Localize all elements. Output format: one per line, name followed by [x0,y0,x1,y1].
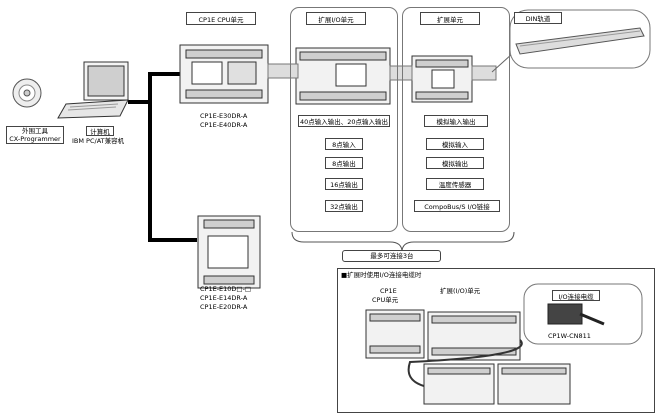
software-label: 外围工具 [22,127,48,135]
din-rail-header: DIN轨道 [514,12,562,24]
inset-frame-tab [342,250,441,262]
unit-option: CompoBus/S I/O链接 [414,200,500,212]
inset-exp-unit-image [427,311,521,361]
io-option: 8点输入 [325,138,363,150]
bottom-cpu-model-2: CP1E-E14DR-A [200,294,248,302]
max-units-note: 最多可连接3台 [370,252,414,260]
inset-cable-model: CP1W-CN811 [548,332,591,340]
io-option: 16点输出 [325,178,363,190]
inset-cable-label: I/O连接电缆 [552,290,600,301]
io-option: 8点输出 [325,157,363,169]
top-cpu-model-2: CP1E-E40DR-A [200,121,248,129]
din-rail-bubble [491,9,651,73]
computer-box: 计算机 [86,126,114,136]
inset-frame [337,268,655,413]
io-option: 32点输出 [325,200,363,212]
inset-connection-cable [407,339,523,387]
expansion-unit-frame [402,7,510,232]
inset-cpu-label-1: CP1E [380,287,397,295]
cable-to-top-cpu [128,72,183,104]
unit-option: 模拟输入输出 [424,115,488,127]
expansion-io-unit-image [295,47,391,105]
expansion-unit-header: 扩展单元 [420,12,480,25]
unit-option: 模拟输入 [426,138,484,150]
software-box: 外围工具 CX-Programmer [6,126,64,144]
inset-cpu-label-2: CPU单元 [372,296,399,304]
top-cpu-model-1: CP1E-E30DR-A [200,112,248,120]
cable-to-bottom-cpu [148,102,197,242]
bottom-cpu-unit-image [197,215,261,289]
unit-option: 温度传感器 [426,178,484,190]
bottom-cpu-model-3: CP1E-E20DR-A [200,303,248,311]
inset-title: ■扩展时使用I/O连接电缆时 [341,271,422,279]
unit-option: 模拟输出 [426,157,484,169]
expansion-io-header: 扩展I/O单元 [306,12,366,25]
inset-lower-units-image [423,363,571,405]
io-option: 40点输入输出、20点输入输出 [298,115,390,127]
computer-desc: IBM PC/AT兼容机 [72,137,125,145]
inset-exp-label: 扩展(I/O)单元 [440,287,481,295]
expansion-io-frame [290,7,398,232]
laptop-icon [57,61,129,119]
max-units-brace [291,231,515,253]
cd-disc-icon [12,78,42,108]
inset-cpu-unit-image [365,309,425,359]
cpu-unit-header: CP1E CPU单元 [186,12,256,25]
top-cpu-unit-image [179,44,269,104]
bottom-cpu-model-1: CP1E-E10D□-□ [200,285,252,293]
software-name: CX-Programmer [9,135,61,143]
